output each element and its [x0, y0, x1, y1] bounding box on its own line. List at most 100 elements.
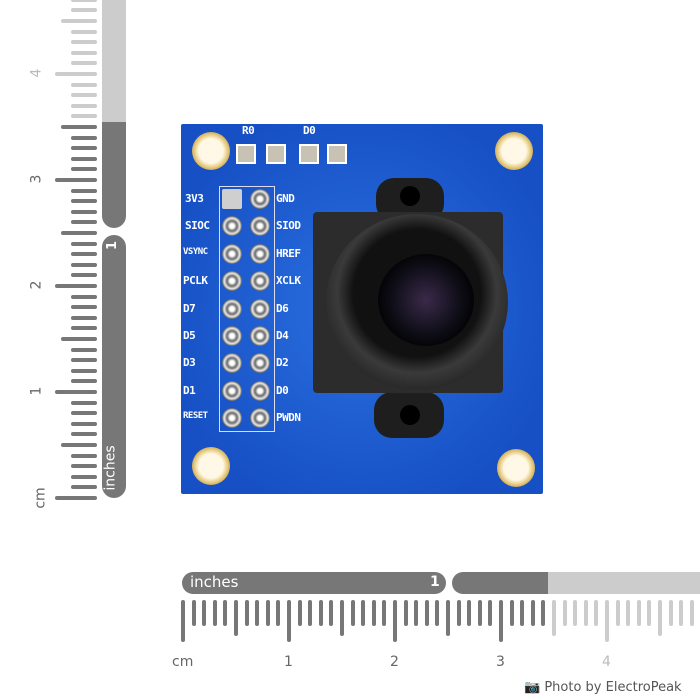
ruler-tick [71, 8, 97, 13]
ruler-tick [435, 600, 440, 626]
header-pin [250, 353, 270, 374]
header-pin [250, 243, 270, 264]
mount-hole [495, 132, 533, 170]
cm-mark: 2 [28, 280, 45, 290]
ruler-tick [61, 19, 97, 23]
cm-mark: 3 [496, 654, 505, 670]
ruler-tick [361, 600, 366, 626]
header-pin [222, 408, 242, 429]
ruler-tick [626, 600, 631, 626]
ruler-tick [583, 600, 588, 626]
pin-label: 3V3 [185, 192, 204, 205]
ruler-tick [446, 600, 450, 636]
ruler-tick [202, 600, 207, 626]
smd-pad [266, 144, 286, 164]
left-inch-bar-dark [102, 122, 126, 228]
ruler-tick [371, 600, 376, 626]
ruler-tick [636, 600, 641, 626]
ruler-tick [509, 600, 514, 626]
smd-pad [299, 144, 319, 164]
ruler-tick [71, 220, 97, 225]
ruler-tick [573, 600, 578, 626]
ruler-tick [71, 326, 97, 331]
smd-pad [327, 144, 347, 164]
bottom-inch-bar [182, 572, 446, 594]
ruler-tick [71, 474, 97, 479]
pin-label: VSYNC [183, 246, 208, 257]
left-inches-label: inches [102, 445, 119, 491]
cm-mark: 2 [390, 654, 399, 670]
led-label-d0: D0 [303, 124, 316, 137]
ruler-tick [71, 82, 97, 87]
ruler-tick [541, 600, 546, 626]
ruler-tick [658, 600, 662, 636]
ruler-tick [71, 315, 97, 320]
ruler-tick [340, 600, 344, 636]
ruler-tick [234, 600, 238, 636]
ruler-tick [71, 61, 97, 66]
bottom-inch-bar-light [548, 572, 700, 594]
led-label-r0: R0 [242, 124, 255, 137]
ruler-tick [403, 600, 408, 626]
ruler-tick [61, 125, 97, 129]
ruler-tick [71, 347, 97, 352]
ruler-tick [71, 252, 97, 257]
ruler-tick [467, 600, 472, 626]
left-inch-bar-light [102, 0, 126, 122]
screw-hole [400, 186, 420, 206]
ruler-tick [71, 167, 97, 172]
ruler-tick [71, 29, 97, 34]
ruler-tick [244, 600, 249, 626]
header-pin [222, 271, 242, 292]
camera-icon: 📷 [524, 680, 541, 695]
ruler-tick [605, 600, 609, 642]
header-pin [250, 216, 270, 237]
cm-mark: 4 [602, 654, 611, 670]
cm-mark: 1 [284, 654, 293, 670]
ruler-tick [350, 600, 355, 626]
ruler-tick [71, 400, 97, 405]
ruler-tick [71, 464, 97, 469]
photo-credit: 📷 Photo by ElectroPeak [524, 680, 682, 696]
bottom-inch-bar-dark [452, 572, 548, 594]
ruler-tick [552, 600, 556, 636]
pin-label: D0 [276, 383, 289, 397]
left-inch-mark: 1 [105, 240, 121, 251]
ruler-tick [71, 305, 97, 310]
mount-hole [192, 132, 230, 170]
ruler-tick [212, 600, 217, 626]
ruler-tick [71, 421, 97, 426]
ruler-tick [668, 600, 673, 626]
pin-label: RESET [183, 411, 208, 422]
ruler-tick [71, 50, 97, 55]
bottom-cm-label: cm [172, 654, 194, 670]
ruler-tick [55, 72, 97, 76]
ruler-tick [424, 600, 429, 626]
cm-mark: 4 [28, 68, 45, 78]
ruler-tick [181, 600, 185, 642]
bottom-inch-mark: 1 [430, 574, 440, 590]
ruler-tick [71, 358, 97, 363]
smd-pad [236, 144, 256, 164]
screw-hole [400, 405, 420, 425]
ruler-tick [71, 40, 97, 45]
pin-label: D2 [276, 356, 289, 370]
pin-label: D1 [183, 383, 196, 397]
pin-label: D3 [183, 356, 196, 370]
header-pin [222, 216, 242, 237]
ruler-tick [71, 146, 97, 151]
ruler-tick [71, 209, 97, 214]
header-pin [250, 298, 270, 319]
ruler-tick [265, 600, 270, 626]
ruler-tick [71, 453, 97, 458]
ruler-tick [71, 114, 97, 119]
pin-label: SIOC [185, 219, 210, 233]
ruler-tick [71, 241, 97, 246]
ruler-tick [55, 284, 97, 288]
ruler-tick [414, 600, 419, 626]
ruler-tick [71, 294, 97, 299]
ruler-tick [71, 199, 97, 204]
ruler-tick [562, 600, 567, 626]
cm-mark: 3 [28, 174, 45, 184]
header-pin [250, 326, 270, 346]
